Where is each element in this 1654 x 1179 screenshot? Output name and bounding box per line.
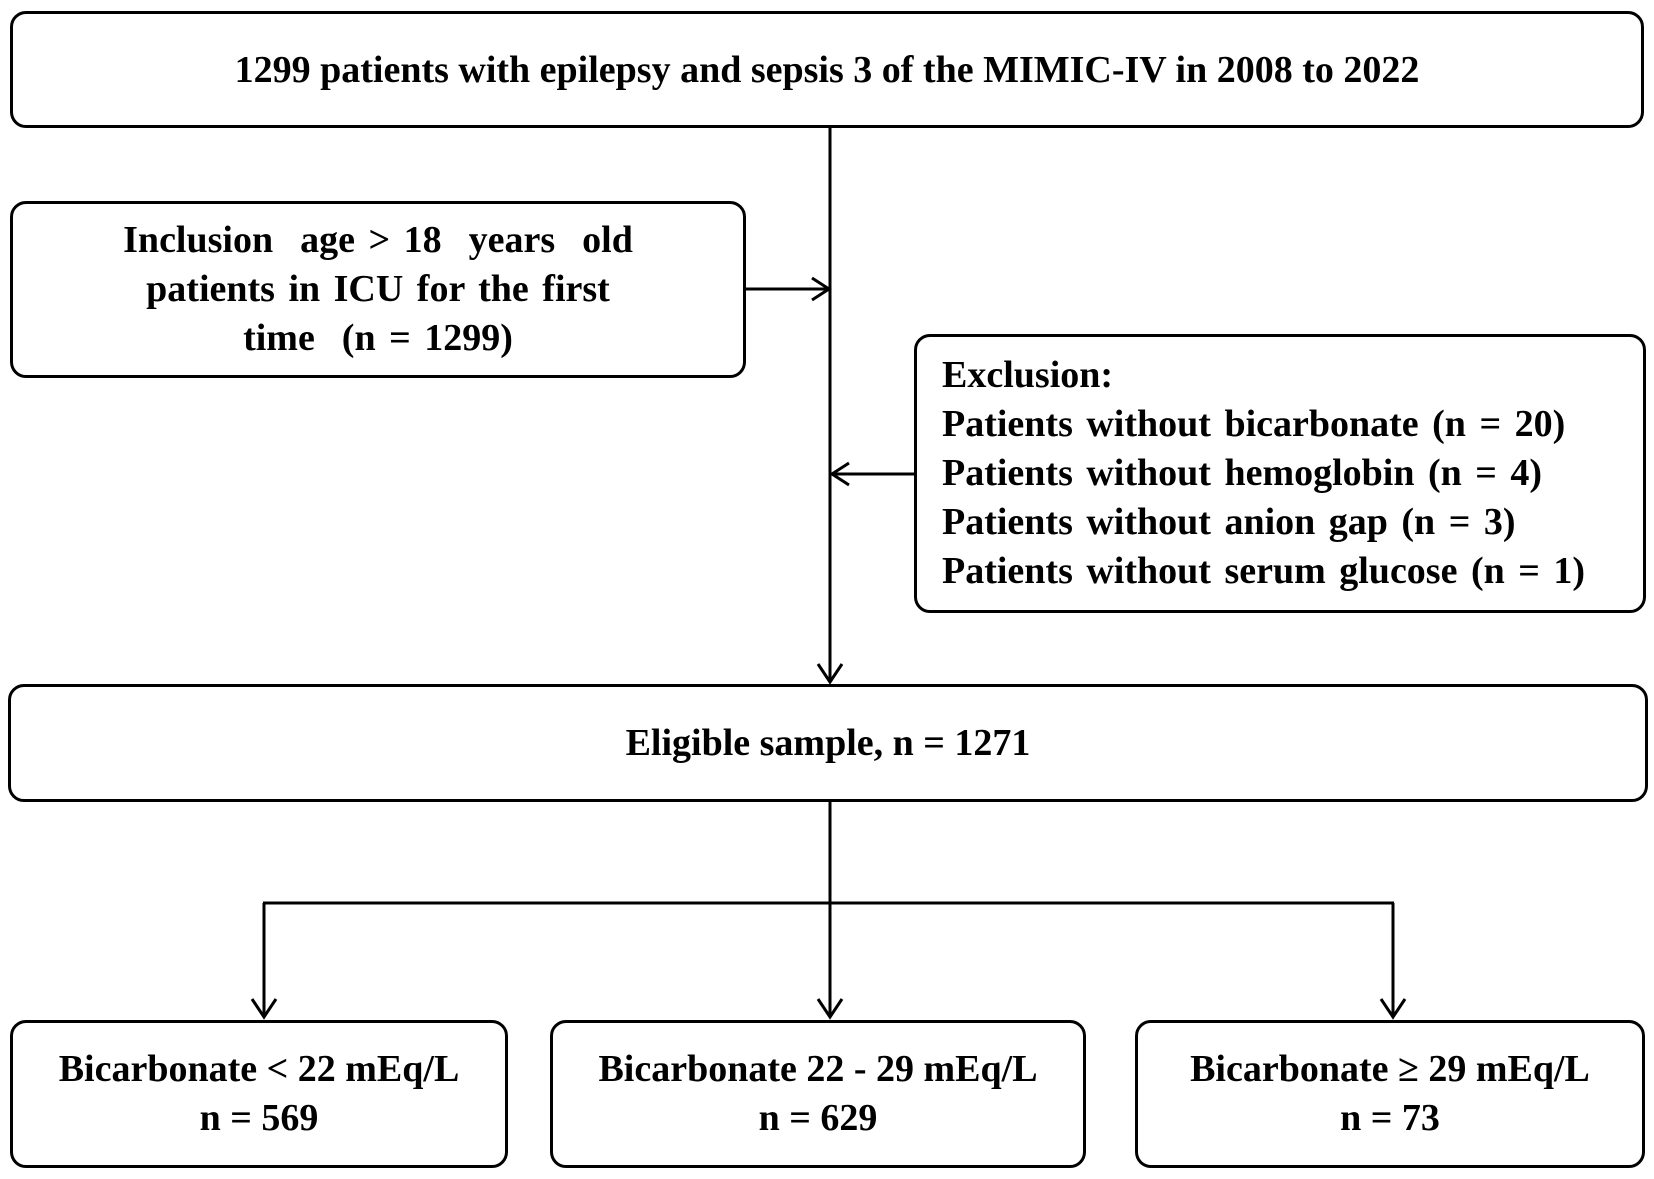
arrowhead-exclusion xyxy=(829,461,850,487)
group-high-bicarbonate-box: Bicarbonate ≥ 29 mEq/L n = 73 xyxy=(1135,1020,1645,1168)
group-label: Bicarbonate ≥ 29 mEq/L xyxy=(1190,1048,1590,1090)
exclusion-item: Patients without serum glucose (n = 1) xyxy=(942,550,1586,592)
arrowhead-group-high xyxy=(1379,998,1407,1020)
inclusion-line: time (n = 1299) xyxy=(243,317,513,359)
arrowhead-group-low xyxy=(250,998,278,1020)
arrowhead-group-mid xyxy=(816,998,844,1020)
eligible-sample-box: Eligible sample, n = 1271 xyxy=(8,684,1648,802)
inclusion-line: Inclusion age > 18 years old xyxy=(123,219,633,261)
arrowhead-to-eligible xyxy=(816,663,844,685)
group-count: n = 569 xyxy=(199,1097,319,1139)
inclusion-criteria-box: Inclusion age > 18 years old patients in… xyxy=(10,201,746,378)
group-count: n = 629 xyxy=(758,1097,878,1139)
eligible-sample-text: Eligible sample, n = 1271 xyxy=(625,722,1031,764)
group-low-bicarbonate-box: Bicarbonate < 22 mEq/L n = 569 xyxy=(10,1020,508,1168)
source-population-box: 1299 patients with epilepsy and sepsis 3… xyxy=(10,11,1644,128)
exclusion-item: Patients without hemoglobin (n = 4) xyxy=(942,452,1543,494)
exclusion-item: Patients without anion gap (n = 3) xyxy=(942,501,1516,543)
group-count: n = 73 xyxy=(1340,1097,1440,1139)
exclusion-criteria-box: Exclusion: Patients without bicarbonate … xyxy=(914,334,1646,613)
inclusion-line: patients in ICU for the first xyxy=(146,268,610,310)
group-normal-bicarbonate-box: Bicarbonate 22 - 29 mEq/L n = 629 xyxy=(550,1020,1086,1168)
group-label: Bicarbonate < 22 mEq/L xyxy=(58,1048,460,1090)
arrowhead-inclusion xyxy=(811,276,832,302)
source-population-text: 1299 patients with epilepsy and sepsis 3… xyxy=(234,48,1420,91)
group-label: Bicarbonate 22 - 29 mEq/L xyxy=(598,1048,1038,1090)
exclusion-item: Patients without bicarbonate (n = 20) xyxy=(942,403,1566,445)
exclusion-heading: Exclusion: xyxy=(942,354,1114,396)
